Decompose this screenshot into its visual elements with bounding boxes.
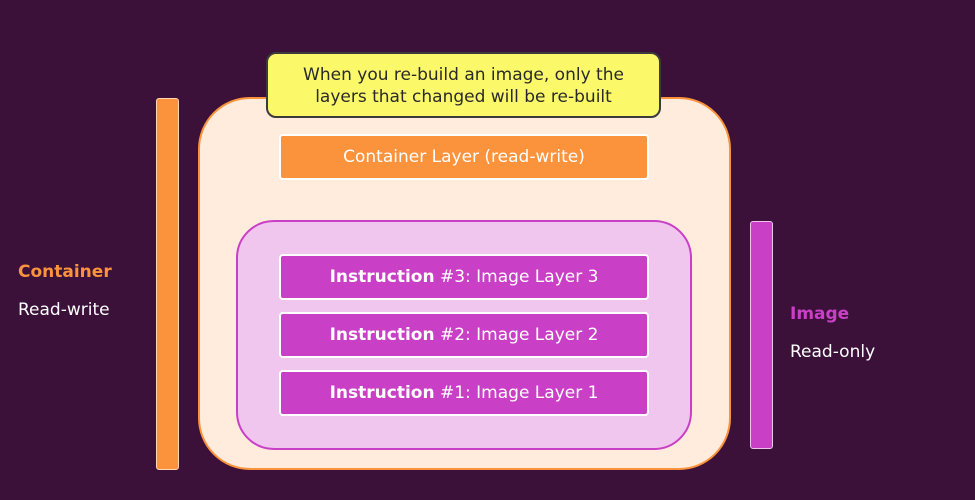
image-layer-1: Instruction #1: Image Layer 1 xyxy=(279,370,649,416)
container-bracket-bar xyxy=(156,98,179,470)
container-layer-label: Container Layer (read-write) xyxy=(343,147,585,167)
instruction-label: Instruction xyxy=(329,383,435,403)
image-layer-2: Instruction #2: Image Layer 2 xyxy=(279,312,649,358)
container-title: Container xyxy=(18,262,112,282)
container-subtitle: Read-write xyxy=(18,300,110,320)
instruction-label: Instruction xyxy=(329,267,435,287)
image-title: Image xyxy=(790,304,850,324)
image-layer-3: Instruction #3: Image Layer 3 xyxy=(279,254,649,300)
layer-text: #1: Image Layer 1 xyxy=(434,383,599,403)
callout-line-2: layers that changed will be re-built xyxy=(315,87,612,107)
layer-text: #3: Image Layer 3 xyxy=(434,267,599,287)
layer-text: #2: Image Layer 2 xyxy=(434,325,599,345)
rebuild-callout: When you re-build an image, only the lay… xyxy=(266,52,661,118)
image-subtitle: Read-only xyxy=(790,342,876,362)
instruction-label: Instruction xyxy=(329,325,435,345)
callout-line-1: When you re-build an image, only the xyxy=(303,65,624,85)
container-layer-block: Container Layer (read-write) xyxy=(279,134,649,180)
image-bracket-bar xyxy=(750,221,773,449)
